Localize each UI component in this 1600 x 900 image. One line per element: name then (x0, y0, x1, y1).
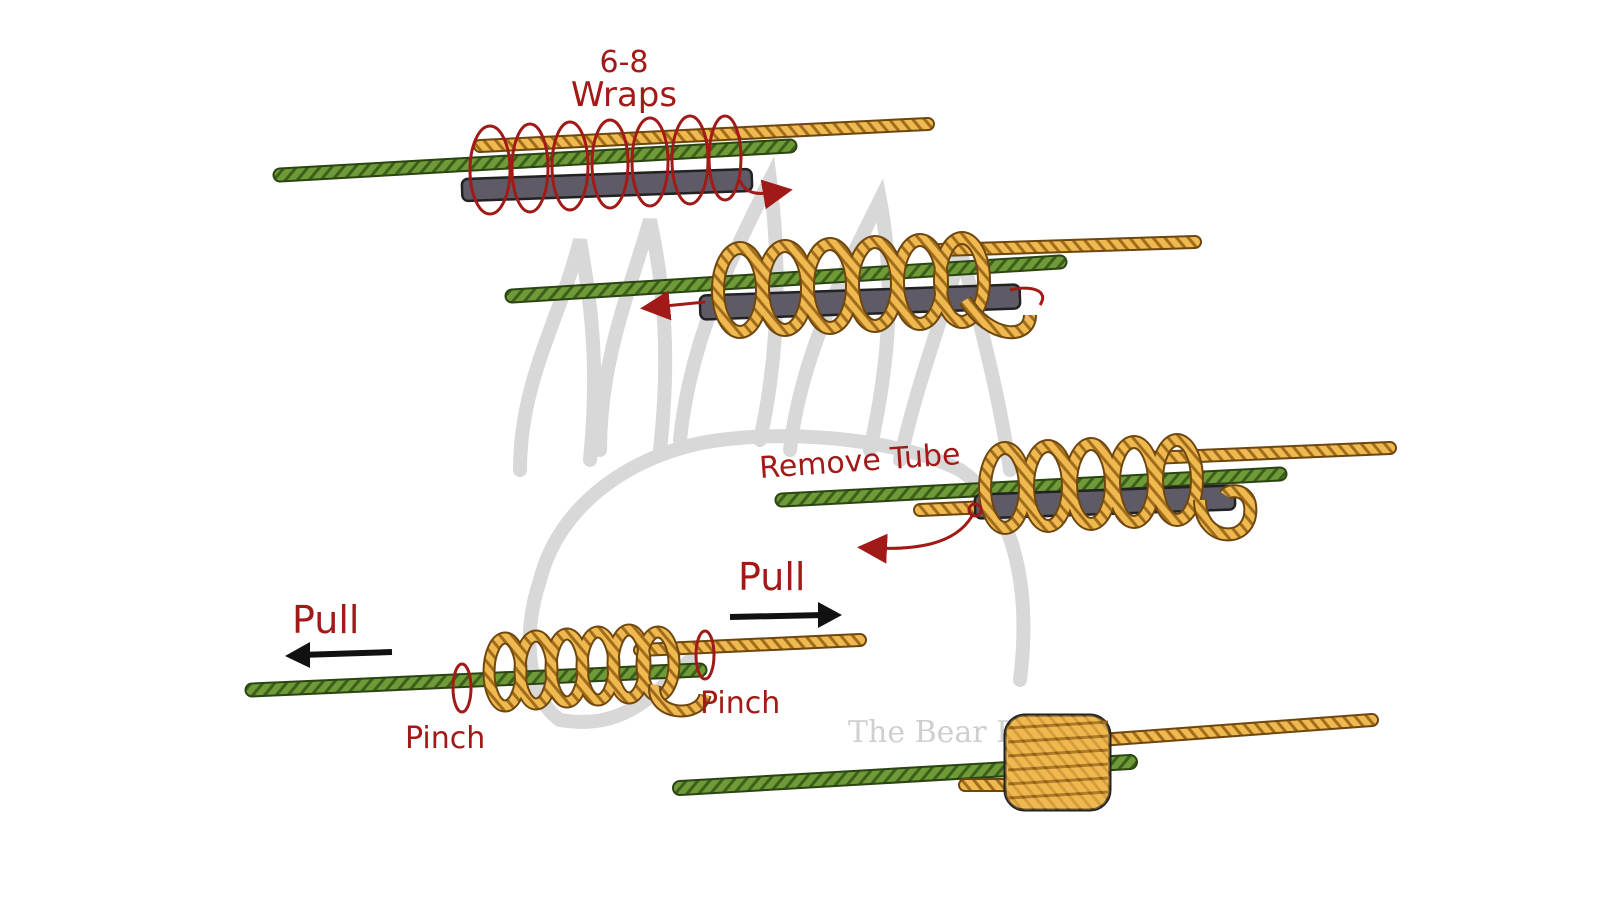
step-4-pull-tight (244, 602, 867, 718)
step-1-wraps (272, 114, 935, 216)
pinch-left-label: Pinch (405, 721, 485, 756)
pinch-ring-left (451, 662, 473, 714)
watermark-text: The Bear Es (848, 715, 1033, 750)
wrap-loops-step1 (468, 114, 743, 216)
pull-arrow-left (299, 649, 393, 658)
step-3-remove-tube (774, 433, 1397, 564)
wraps-label: Wraps (571, 75, 677, 115)
step-5-finished-knot (672, 713, 1379, 812)
pull-right-label: Pull (738, 555, 805, 599)
pinch-ring-right (694, 629, 716, 681)
remove-tube-arrow (857, 515, 974, 564)
step-2-pass-through (504, 231, 1202, 340)
wraps-count-label: 6-8 (600, 45, 649, 80)
pull-left-label: Pull (292, 598, 359, 642)
pass-arrow-step2 (640, 290, 706, 321)
tuck-arrow-step1 (738, 179, 793, 210)
pinch-right-label: Pinch (700, 686, 780, 721)
pull-arrow-right (729, 612, 826, 620)
